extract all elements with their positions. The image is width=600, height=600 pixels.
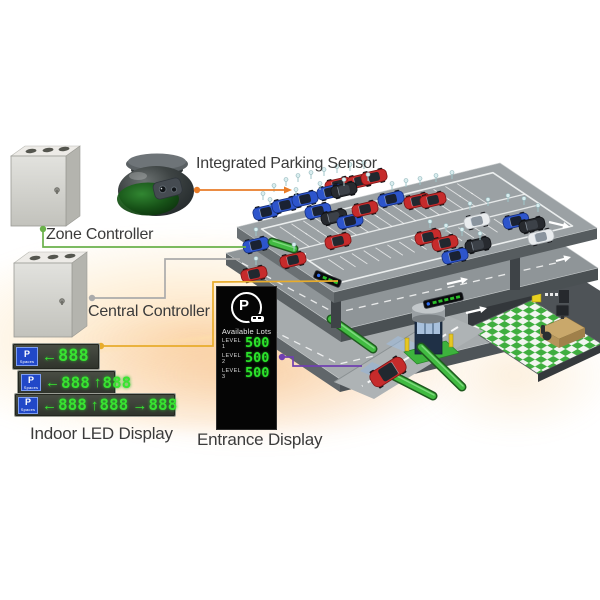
up-arrow-icon: ↑ [93, 374, 102, 391]
car-icon [242, 235, 270, 255]
entrance-display-label: Entrance Display [197, 430, 323, 449]
car-icon [441, 246, 469, 266]
available-count: 500 [245, 350, 270, 367]
left-arrow-icon: ← [42, 396, 57, 414]
led-segment: ↑ 888 [93, 372, 132, 392]
led-digits: 888 [99, 395, 129, 414]
led-segment: ↑ 888 [91, 397, 128, 413]
connectors [39, 186, 362, 367]
badge-p-letter: P [24, 397, 31, 407]
zone-controller-box [10, 145, 81, 227]
level-label: LEVEL 3 [222, 368, 241, 380]
car-icon [463, 211, 491, 231]
car-icon [518, 215, 546, 235]
level-row: LEVEL 1 500 [217, 337, 276, 351]
logo-p-letter: P [239, 297, 250, 314]
car-icon [279, 250, 307, 270]
pillars [331, 255, 520, 328]
deck-led-display [422, 292, 464, 309]
connector-zone-link [39, 225, 246, 248]
indoor-led-display-2: P Spaces ← 888 ↑ 888 [17, 370, 131, 395]
badge-spaces-text: Spaces [19, 358, 35, 364]
led-segment: → 888 [132, 397, 177, 413]
connector-sensor-link [193, 186, 292, 194]
parking-spaces-badge: P Spaces [21, 374, 41, 391]
car-icon [431, 233, 459, 253]
car-icon [324, 231, 352, 251]
indoor-led-display-3: P Spaces ← 888 ↑ 888 → 888 [14, 393, 177, 417]
car-icon [502, 211, 530, 231]
led-segment: ← 888 [42, 348, 89, 365]
car-icon [330, 180, 358, 200]
available-lots-title: Available Lots [221, 327, 272, 336]
led-digits: 888 [58, 346, 89, 366]
car-icon [369, 355, 407, 389]
indoor-led-display-label: Indoor LED Display [30, 424, 173, 443]
cars-mid [240, 235, 307, 284]
right-arrow-icon: → [132, 396, 148, 414]
car-icon [419, 190, 447, 210]
up-arrow-icon: ↑ [90, 396, 99, 414]
logo-car-icon [249, 314, 266, 324]
car-icon [291, 189, 319, 209]
led-segment: ← 888 [42, 397, 87, 413]
car-icon [351, 199, 379, 219]
led-digits: 888 [61, 372, 90, 392]
desk [539, 304, 586, 348]
left-arrow-icon: ← [45, 374, 60, 391]
zone-controller-label: Zone Controller [46, 226, 154, 243]
connector-entrance-link [278, 353, 362, 367]
entrance-led [422, 292, 464, 309]
badge-spaces-text: Spaces [23, 384, 39, 390]
level-label: LEVEL 1 [222, 338, 241, 350]
car-icon [527, 227, 555, 247]
level-row: LEVEL 2 500 [217, 352, 276, 366]
available-count: 500 [245, 365, 270, 382]
available-count: 500 [245, 335, 270, 352]
led-segment: ← 888 [45, 372, 90, 392]
left-arrow-icon: ← [42, 348, 57, 365]
badge-spaces-text: Spaces [20, 407, 36, 412]
level-label: LEVEL 2 [222, 353, 241, 365]
led-digits: 888 [148, 395, 178, 414]
parking-spaces-badge: P Spaces [16, 347, 38, 366]
central-controller-label: Central Controller [88, 303, 210, 320]
badge-p-letter: P [27, 374, 34, 385]
connector-central-link [88, 258, 240, 302]
parking-sensor-device [117, 153, 194, 216]
entrance-car [369, 355, 407, 389]
car-icon [377, 189, 405, 209]
parking-spaces-badge: P Spaces [18, 396, 38, 414]
badge-p-letter: P [23, 348, 30, 359]
sensor-pins [253, 160, 541, 265]
level-row: LEVEL 3 500 [217, 367, 276, 381]
car-icon [240, 264, 268, 284]
parking-logo-icon: P [231, 292, 266, 324]
led-digits: 888 [58, 395, 87, 414]
central-controller-box [13, 251, 88, 338]
entrance-display-panel: P Available Lots LEVEL 1 500 LEVEL 2 500… [216, 286, 277, 430]
indoor-led-display-1: P Spaces ← 888 [12, 343, 100, 370]
integrated-parking-sensor-label: Integrated Parking Sensor [196, 155, 377, 172]
led-digits: 888 [102, 372, 132, 392]
car-icon [271, 195, 299, 215]
car-icon [464, 235, 492, 255]
